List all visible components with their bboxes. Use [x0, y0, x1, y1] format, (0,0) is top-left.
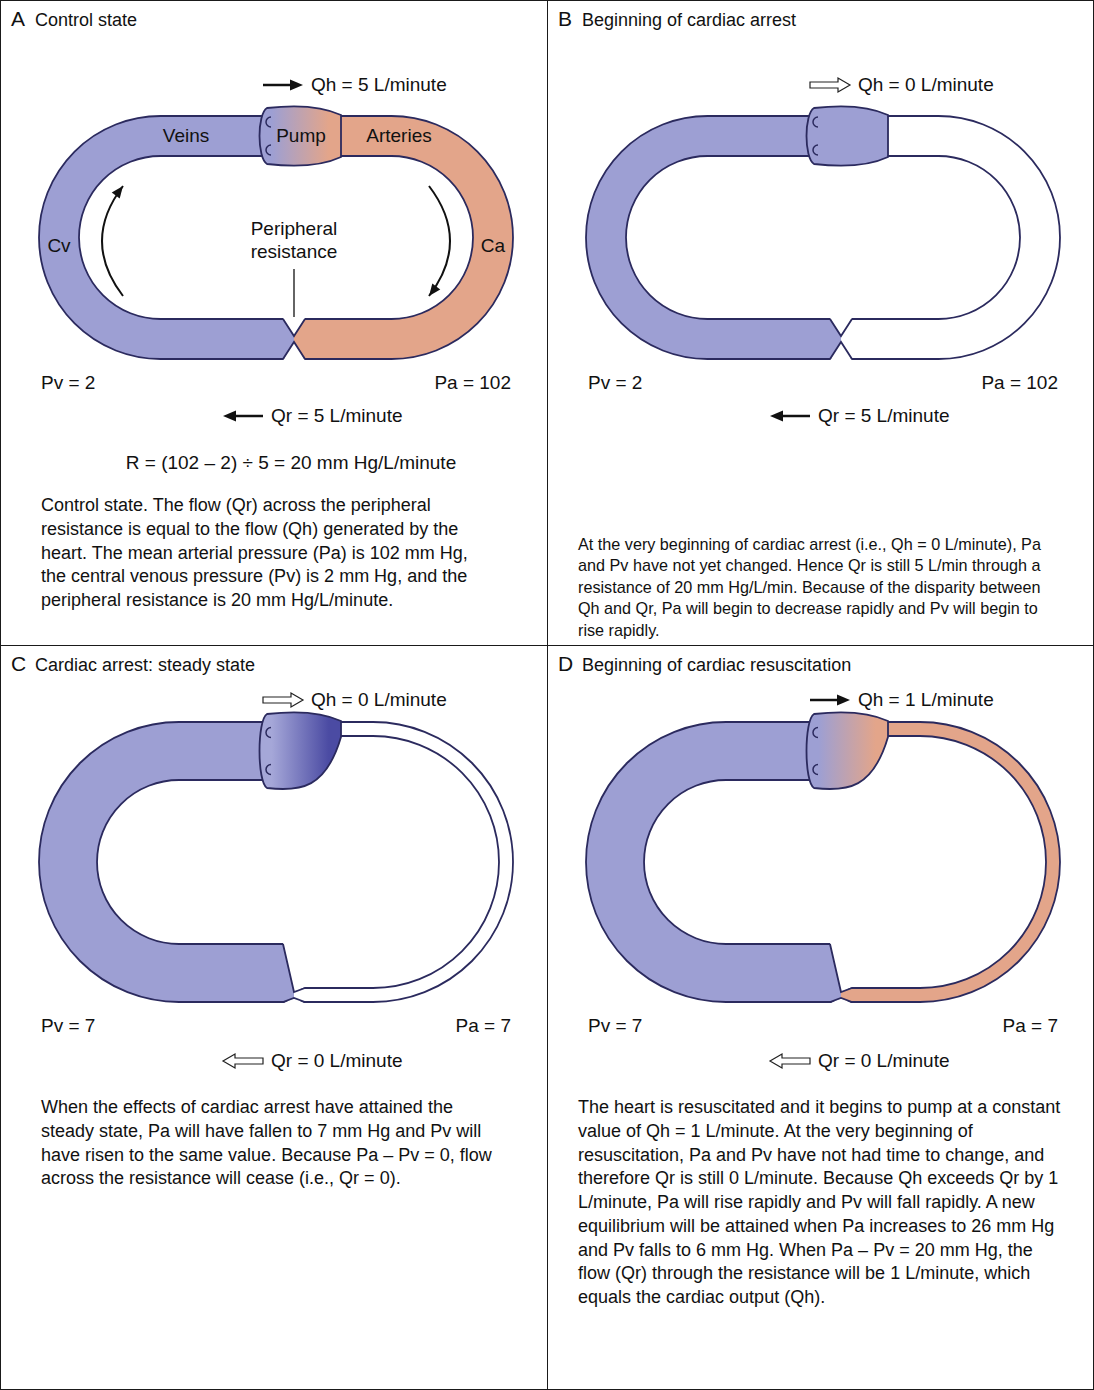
- pressure-label: Pv = 7: [588, 1015, 642, 1038]
- resistance-wall: [830, 944, 852, 992]
- artery-wall: [841, 736, 1046, 988]
- artery-wall: [294, 736, 499, 988]
- pump-shape: [260, 106, 342, 165]
- flow-label: Qr = 5 L/minute: [818, 405, 949, 428]
- resistance-wall: [283, 998, 305, 1002]
- valve: [813, 765, 818, 775]
- resistance-pinch: [830, 342, 852, 361]
- compliance-label: Cv: [47, 235, 70, 258]
- flow-label: Qr = 5 L/minute: [271, 405, 402, 428]
- zero-flow-arrow: [223, 1054, 263, 1068]
- pressure-label: Pa = 7: [456, 1015, 511, 1038]
- diagram-panel: A Control stateControl state. The flow (Q…: [0, 0, 548, 646]
- resistance-wall: [830, 342, 852, 359]
- panel-letter: C: [11, 652, 26, 676]
- arrow-head: [112, 186, 123, 199]
- pressure-label: Pa = 102: [981, 372, 1058, 395]
- valve: [813, 145, 818, 155]
- compliance-label: Ca: [481, 235, 505, 258]
- panel-heading: Beginning of cardiac resuscitation: [582, 655, 851, 676]
- valve: [266, 728, 271, 738]
- resistance-equation: R = (102 – 2) ÷ 5 = 20 mm Hg/L/minute: [126, 452, 456, 475]
- resistance-pinch: [830, 943, 852, 992]
- flow-arrow: [810, 699, 840, 702]
- resistance-pinch: [283, 318, 305, 336]
- valve: [813, 117, 818, 127]
- diagram-panel: C Cardiac arrest: steady stateWhen the ef…: [0, 645, 548, 1390]
- vein-wall: [97, 780, 294, 944]
- resistance-pinch: [830, 318, 852, 336]
- resistance-wall: [283, 342, 305, 359]
- panel-letter: B: [558, 7, 572, 31]
- resistance-pinch: [830, 998, 852, 1004]
- resistance-wall: [830, 319, 852, 336]
- direction-arrow: [102, 186, 123, 296]
- valve: [266, 117, 271, 127]
- zero-flow-arrow: [263, 693, 303, 707]
- resistance-pinch: [283, 998, 305, 1004]
- resistance-label: Peripheral resistance: [239, 218, 349, 264]
- resistance-wall: [830, 998, 852, 1002]
- flow-label: Qh = 1 L/minute: [858, 689, 994, 712]
- vein-fill: [586, 116, 841, 359]
- flow-arrow: [233, 415, 263, 418]
- vein-fill: [586, 722, 841, 1002]
- resistance-pinch: [283, 342, 305, 361]
- resistance-wall: [283, 319, 305, 336]
- flow-label: Qh = 0 L/minute: [858, 74, 994, 97]
- valve: [266, 145, 271, 155]
- resistance-wall: [283, 944, 305, 992]
- panel-description: Control state. The flow (Qr) across the …: [41, 494, 493, 613]
- pressure-label: Pv = 2: [588, 372, 642, 395]
- flow-arrow: [780, 415, 810, 418]
- vein-wall: [586, 722, 841, 1002]
- valve: [266, 765, 271, 775]
- panel-letter: D: [558, 652, 573, 676]
- pressure-label: Pv = 2: [41, 372, 95, 395]
- pump-shape: [807, 712, 889, 789]
- valve: [813, 728, 818, 738]
- resistance-pinch: [283, 943, 305, 992]
- arrow-head: [837, 695, 850, 706]
- flow-label: Qr = 0 L/minute: [818, 1050, 949, 1073]
- vein-fill: [39, 722, 294, 1002]
- arrow-head: [223, 411, 236, 422]
- panel-description: The heart is resuscitated and it begins …: [578, 1096, 1066, 1310]
- flow-label: Qr = 0 L/minute: [271, 1050, 402, 1073]
- direction-arrow: [429, 186, 450, 296]
- pressure-label: Pa = 7: [1003, 1015, 1058, 1038]
- panel-heading: Beginning of cardiac arrest: [582, 10, 796, 31]
- vessel-name: Arteries: [366, 125, 431, 148]
- vein-wall: [586, 116, 841, 359]
- vein-wall: [39, 722, 294, 1002]
- panel-letter: A: [11, 7, 25, 31]
- flow-arrow: [263, 84, 293, 87]
- diagram-panel: B Beginning of cardiac arrest At the very …: [547, 0, 1094, 646]
- arrow-head: [770, 411, 783, 422]
- pressure-label: Pa = 102: [434, 372, 511, 395]
- artery-wall: [841, 156, 1020, 319]
- arrow-head: [290, 80, 303, 91]
- flow-label: Qh = 0 L/minute: [311, 689, 447, 712]
- vein-wall: [644, 780, 841, 944]
- zero-flow-arrow: [770, 1054, 810, 1068]
- pump-shape: [807, 106, 889, 165]
- vessel-name: Veins: [163, 125, 209, 148]
- panel-description: When the effects of cardiac arrest have …: [41, 1096, 497, 1191]
- leader-line: [293, 269, 294, 317]
- pump-shape: [260, 712, 342, 789]
- arrow-head: [429, 283, 440, 296]
- diagram-panel: D Beginning of cardiac resuscitationThe h…: [547, 645, 1094, 1390]
- flow-label: Qh = 5 L/minute: [311, 74, 447, 97]
- panel-description: At the very beginning of cardiac arrest …: [578, 534, 1060, 641]
- panel-heading: Control state: [35, 10, 137, 31]
- panel-heading: Cardiac arrest: steady state: [35, 655, 255, 676]
- vein-wall: [626, 156, 841, 319]
- pressure-label: Pv = 7: [41, 1015, 95, 1038]
- pump-name: Pump: [276, 125, 326, 148]
- zero-flow-arrow: [810, 78, 850, 92]
